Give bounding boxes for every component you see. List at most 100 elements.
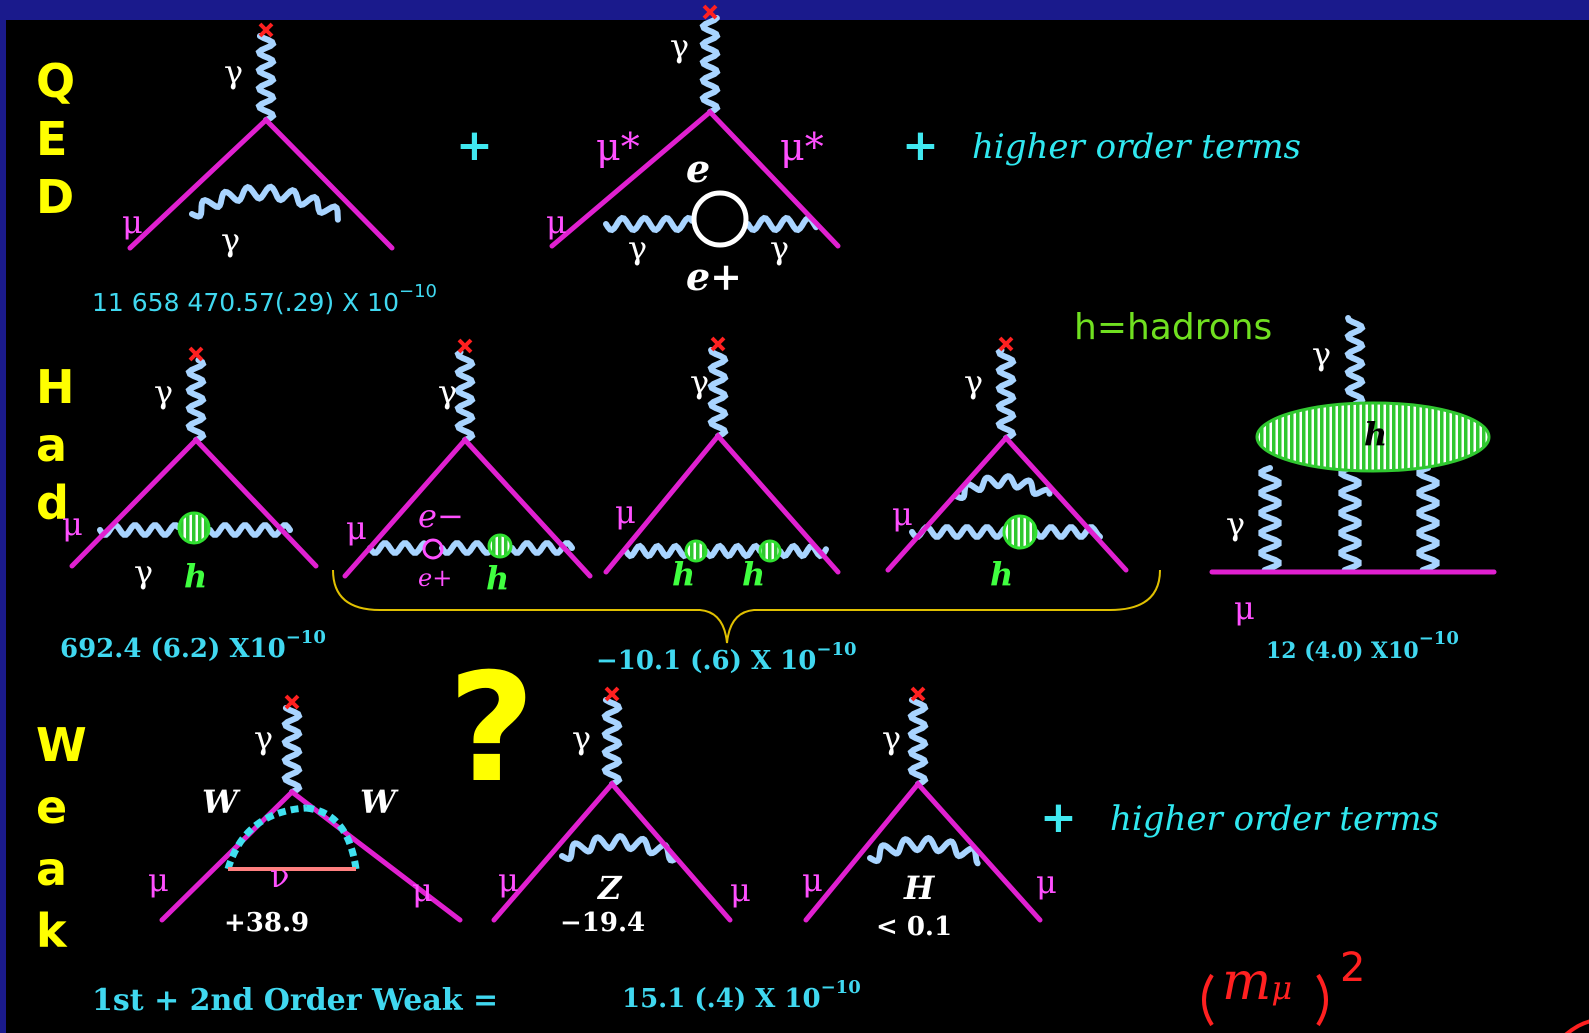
had1-photon-right (207, 522, 293, 538)
vertex-x-0 (258, 22, 274, 38)
qed2-gamma-left: γ (628, 229, 648, 267)
qed2-mu-star-right: μ* (780, 125, 824, 169)
had2-e-minus: e− (418, 497, 464, 535)
had4-fermion-line (885, 434, 1129, 573)
had3-fermion-line (603, 432, 841, 575)
vertex-x-6 (284, 694, 300, 710)
had2-h: h (486, 559, 510, 597)
had2-mu: μ (346, 509, 367, 547)
had1-h: h (184, 557, 208, 595)
lbl-photon-top (1344, 315, 1366, 407)
weak2-z: Z (598, 869, 622, 907)
qed2-photon-left (603, 214, 695, 234)
had3-photon-c (777, 542, 829, 560)
weak2-z-boson (559, 832, 678, 864)
had1-gamma-top: γ (154, 373, 174, 411)
photon-up-6 (281, 705, 303, 795)
weak1-fermion-line (159, 788, 463, 923)
w-boson-left (224, 804, 307, 871)
vertex-x-1 (702, 4, 718, 20)
weak3-gamma: γ (882, 719, 902, 757)
had2-photon-b (439, 540, 491, 556)
had-value-mid: −10.1 (.6) X 10−10 (596, 639, 857, 676)
had1-mu: μ (62, 505, 83, 543)
weak-value-2: −19.4 (560, 908, 646, 938)
vertex-x-5 (998, 336, 1014, 352)
weak1-nu: ν (270, 857, 290, 895)
had3-gamma-top: γ (690, 363, 710, 401)
formula-power: 2 (1340, 945, 1366, 991)
vertex-x-4 (710, 336, 726, 352)
weak-higher-order-terms: higher order terms (1110, 799, 1440, 839)
had2-fermion-line (342, 436, 593, 579)
vertex-markers (188, 4, 1014, 710)
qed1-mu: μ (122, 203, 143, 241)
hadrons-legend: h=hadrons (1074, 307, 1273, 348)
photon-up-2 (185, 357, 207, 443)
qed2-mu-star-left: μ* (596, 125, 640, 169)
lbl-h: h (1364, 415, 1388, 453)
vertex-x-2 (188, 346, 204, 362)
formula-m: mμ (1222, 952, 1293, 1012)
lbl-mu: μ (1234, 589, 1255, 627)
w-boson-right (305, 804, 360, 870)
had1-gamma-loop: γ (134, 553, 154, 591)
qed1-fermion-line (127, 116, 395, 251)
had4-h: h (990, 555, 1014, 593)
vertex-x-8 (910, 686, 926, 702)
had2-gamma-top: γ (438, 373, 458, 411)
weak2-fermion-line (491, 780, 733, 923)
weak3-h: H (904, 869, 935, 907)
question-mark: ? (448, 642, 536, 816)
weak2-mu-right: μ (730, 871, 751, 909)
weak-sum-value: 15.1 (.4) X 10−10 (622, 977, 861, 1014)
weak-value-3: < 0.1 (876, 912, 953, 942)
vertex-x-3 (457, 338, 473, 354)
lbl-gamma-left: γ (1226, 505, 1246, 543)
weak-value-1: +38.9 (224, 908, 310, 938)
qed2-photon-right (745, 214, 819, 234)
had2-photon-a (367, 540, 427, 556)
had-value-left: 692.4 (6.2) X10−10 (60, 627, 326, 664)
weak-sum-label: 1st + 2nd Order Weak = (92, 983, 499, 1018)
left-border-bar (0, 0, 6, 1033)
qed2-e-minus: e (686, 146, 711, 191)
qed2-fermion-line (549, 108, 841, 249)
lbl-photon-2 (1416, 465, 1440, 573)
qed1-gamma-top: γ (224, 53, 244, 91)
top-border-bar (0, 0, 1589, 20)
mass-formula (1202, 973, 1589, 1033)
weak1-mu-right: μ (412, 871, 433, 909)
had4-gamma-top: γ (964, 363, 984, 401)
had2-e-plus: e+ (418, 564, 453, 592)
qed1-loop-photon (189, 183, 341, 223)
vertex-x-7 (604, 686, 620, 702)
photon-up-0 (255, 33, 277, 123)
had-value-right: 12 (4.0) X10−10 (1266, 628, 1459, 664)
hadron-blobs (177, 190, 1491, 563)
qed2-gamma-right: γ (770, 229, 790, 267)
qed2-gamma-top: γ (670, 27, 690, 65)
photon-up-3 (454, 349, 476, 443)
brace (332, 569, 1161, 644)
qed1-gamma-loop: γ (221, 221, 241, 259)
weak1-w-right: W (360, 783, 396, 821)
had3-mu: μ (615, 493, 636, 531)
had4-photon-arc (953, 473, 1053, 502)
weak2-mu-left: μ (498, 861, 519, 899)
had3-h-left: h (672, 555, 696, 593)
weak3-mu-right: μ (1036, 863, 1057, 901)
qed2-mu: μ (546, 203, 567, 241)
photon-up-1 (699, 15, 721, 115)
weak1-w-left: W (202, 783, 238, 821)
qed-plus-2: + (902, 120, 939, 171)
had3-photon-a (623, 542, 689, 560)
lbl-gamma-top: γ (1312, 335, 1332, 373)
had3-h-right: h (742, 555, 766, 593)
row-label-had: H a d (36, 360, 75, 530)
weak1-gamma: γ (254, 719, 274, 757)
photon-up-5 (995, 347, 1017, 441)
photon-up-8 (907, 697, 929, 787)
weak-plus: + (1040, 792, 1077, 843)
